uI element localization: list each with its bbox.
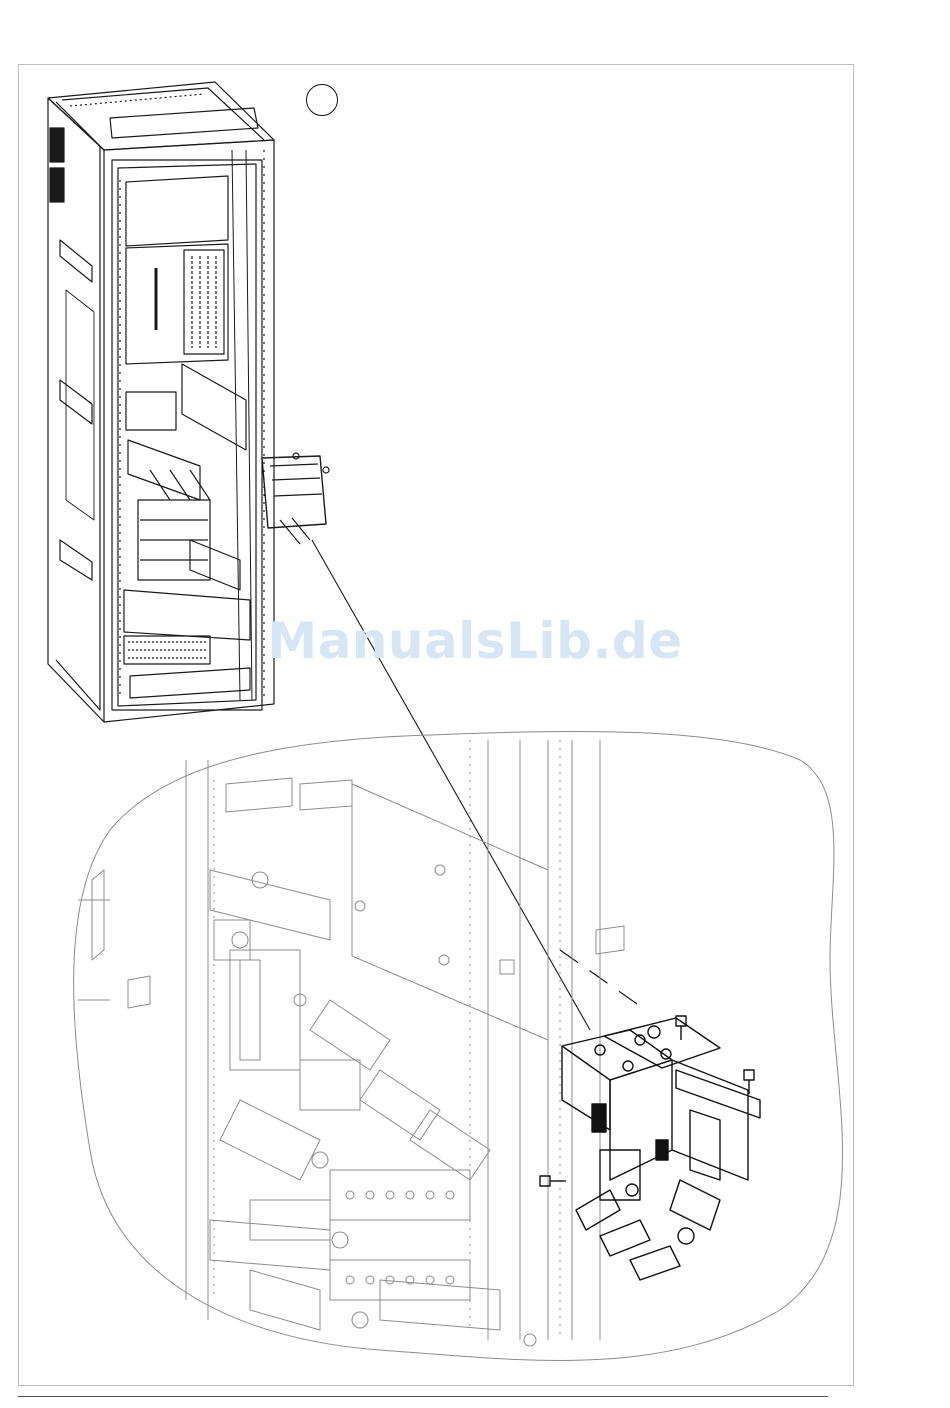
terminal-module-drawing bbox=[540, 1016, 760, 1280]
cabinet-overview-drawing bbox=[48, 82, 329, 722]
step-marker bbox=[306, 84, 338, 116]
busbar-detail-drawing bbox=[74, 731, 843, 1360]
bottom-rule bbox=[18, 1396, 828, 1397]
